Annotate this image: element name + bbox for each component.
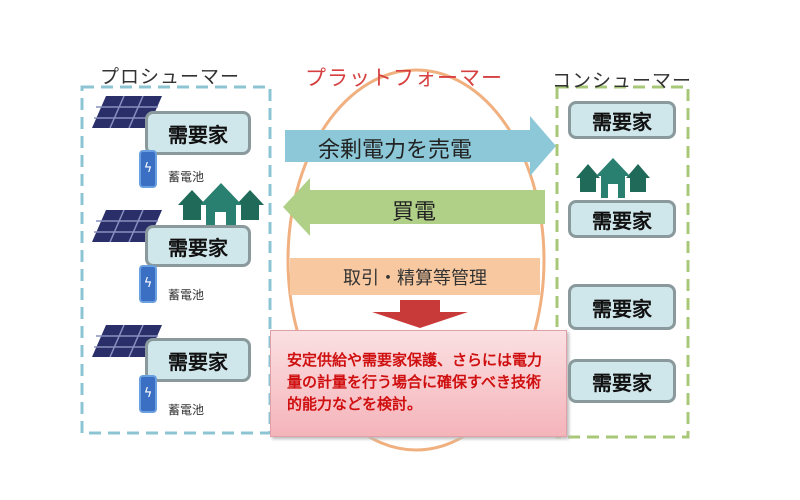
prosumer-demand-2: 需要家 <box>145 225 251 267</box>
solar-panel-icon <box>92 210 162 242</box>
consumer-demand-1: 需要家 <box>568 101 676 139</box>
battery-label: 蓄電池 <box>168 170 205 184</box>
battery-label: 蓄電池 <box>168 288 205 302</box>
prosumer-demand-1: 需要家 <box>145 111 251 155</box>
consumer-group-border <box>555 85 690 439</box>
buy-arrow-label: 買電 <box>392 200 437 225</box>
down-arrow <box>372 300 468 328</box>
battery-icon: ϟ <box>139 150 157 188</box>
prosumer-title: プロシューマー <box>100 66 241 88</box>
platform-title: プラットフォーマー <box>305 66 503 90</box>
battery-icon: ϟ <box>139 265 157 303</box>
houses-icon <box>576 158 650 198</box>
consumer-demand-4: 需要家 <box>568 359 676 403</box>
note-box: 安定供給や需要家保護、さらには電力量の計量を行う場合に確保すべき技術的能力などを… <box>270 330 567 437</box>
prosumer-group-border <box>80 85 272 435</box>
consumer-title: コンシューマー <box>552 70 693 92</box>
solar-panel-icon <box>92 96 162 128</box>
battery-icon: ϟ <box>139 375 157 413</box>
sell-arrow <box>285 116 556 176</box>
consumer-demand-3: 需要家 <box>568 284 676 330</box>
houses-icon <box>178 183 264 228</box>
battery-label: 蓄電池 <box>168 403 205 417</box>
management-box: 取引・精算等管理 <box>290 258 540 295</box>
prosumer-demand-3: 需要家 <box>145 338 251 382</box>
consumer-demand-2: 需要家 <box>568 200 676 238</box>
solar-panel-icon <box>92 325 162 357</box>
buy-arrow <box>283 178 545 236</box>
sell-arrow-label: 余剰電力を売電 <box>318 138 473 163</box>
